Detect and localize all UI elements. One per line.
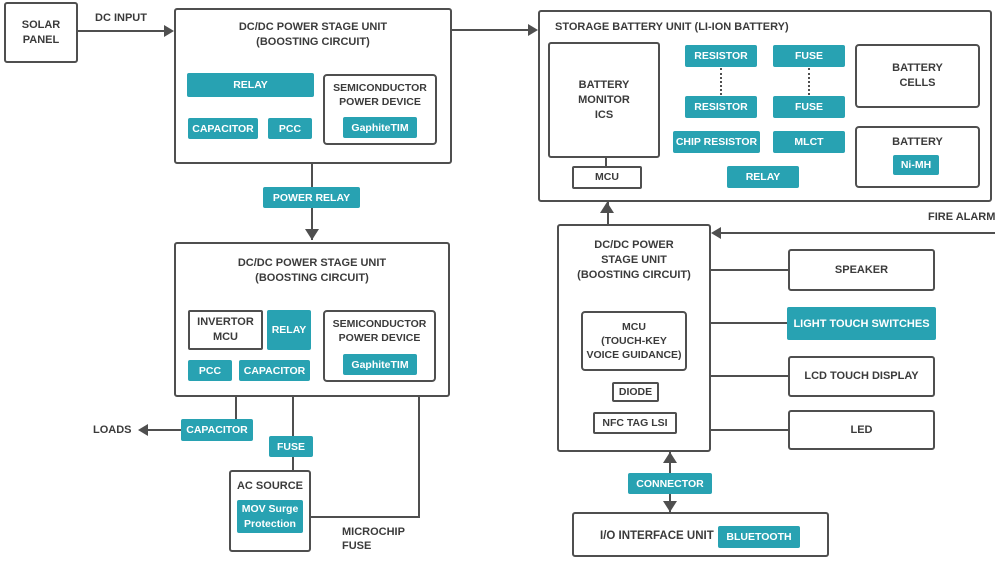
relay-chip: RELAY xyxy=(187,73,314,97)
capacitor-branch-line xyxy=(235,397,237,419)
io-interface-unit-box: I/O INTERFACE UNIT BLUETOOTH xyxy=(572,512,829,557)
bluetooth-chip: BLUETOOTH xyxy=(718,526,800,548)
connector-arrowhead-down xyxy=(663,501,677,512)
resistor-top-chip: RESISTOR xyxy=(685,45,757,67)
dc-input-line xyxy=(78,30,164,32)
graphite-tim-2-chip: GaphiteTIM xyxy=(343,354,417,375)
fire-alarm-line xyxy=(713,232,995,234)
power-relay-arrowhead xyxy=(305,229,319,240)
capacitor-chip: CAPACITOR xyxy=(188,118,258,139)
boost1-to-storage-line xyxy=(452,29,528,31)
battery-nimh-box: BATTERY Ni-MH xyxy=(855,126,980,188)
led-connector-line xyxy=(711,429,788,431)
diode-box: DIODE xyxy=(612,382,659,402)
microchip-fuse-line-vertical xyxy=(418,397,420,518)
boost-unit-1-box: DC/DC POWER STAGE UNIT (BOOSTING CIRCUIT… xyxy=(174,8,452,164)
diode-label: DIODE xyxy=(618,385,653,398)
fuse-branch-line-bottom xyxy=(292,457,294,471)
boost3-to-mcu-arrowhead xyxy=(600,202,614,213)
microchip-fuse-line-horizontal xyxy=(311,516,419,518)
load-fuse-chip: FUSE xyxy=(269,436,313,457)
dc-input-label: DC INPUT xyxy=(95,12,147,24)
semiconductor-title: SEMICONDUCTOR POWER DEVICE xyxy=(333,82,427,108)
loads-arrowhead xyxy=(138,424,148,436)
storage-battery-unit-title: STORAGE BATTERY UNIT (LI-ION BATTERY) xyxy=(555,21,789,33)
ac-source-title: AC SOURCE xyxy=(236,480,303,492)
storage-relay-chip: RELAY xyxy=(727,166,799,188)
graphite-tim-chip: GaphiteTIM xyxy=(343,117,417,138)
boost-unit-3-box: DC/DC POWER STAGE UNIT (BOOSTING CIRCUIT… xyxy=(557,224,711,452)
monitor-to-mcu-line xyxy=(605,158,607,168)
invertor-mcu-label: INVERTOR MCU xyxy=(197,316,254,343)
storage-battery-unit-box: STORAGE BATTERY UNIT (LI-ION BATTERY) BA… xyxy=(538,10,992,202)
mov-surge-protection-chip: MOV Surge Protection xyxy=(237,500,303,533)
touch-key-mcu-box: MCU (TOUCH-KEY VOICE GUIDANCE) xyxy=(581,311,687,371)
nfc-tag-lsi-label: NFC TAG LSI xyxy=(602,416,668,429)
fire-alarm-arrowhead xyxy=(711,227,721,239)
power-relay-chip: POWER RELAY xyxy=(263,187,360,208)
lcd-touch-display-box: LCD TOUCH DISPLAY xyxy=(788,356,935,397)
fuse-top-chip: FUSE xyxy=(773,45,845,67)
resistor-dotted-line xyxy=(720,68,722,95)
pcc2-chip: PCC xyxy=(188,360,232,381)
boost-unit-1-title: DC/DC POWER STAGE UNIT (BOOSTING CIRCUIT… xyxy=(238,21,388,48)
light-touch-switches-connector-line xyxy=(711,322,788,324)
capacitor2-chip: CAPACITOR xyxy=(239,360,310,381)
load-capacitor-chip: CAPACITOR xyxy=(181,419,253,441)
battery-cells-label: BATTERY CELLS xyxy=(892,62,943,89)
loads-label: LOADS xyxy=(93,424,132,436)
microchip-fuse-label: MICROCHIP FUSE xyxy=(342,526,405,552)
fuse-branch-line-top xyxy=(292,397,294,436)
boost-unit-3-title: DC/DC POWER STAGE UNIT (BOOSTING CIRCUIT… xyxy=(577,239,691,281)
fire-alarm-label: FIRE ALARM xyxy=(928,211,996,223)
relay2-chip: RELAY xyxy=(267,310,311,350)
battery-cells-box: BATTERY CELLS xyxy=(855,44,980,108)
semiconductor2-title: SEMICONDUCTOR POWER DEVICE xyxy=(332,318,427,344)
resistor-bottom-chip: RESISTOR xyxy=(685,96,757,118)
battery-nimh-title: BATTERY xyxy=(892,136,943,148)
chip-resistor-chip: CHIP RESISTOR xyxy=(673,131,760,153)
semiconductor-power-device-box: SEMICONDUCTOR POWER DEVICE GaphiteTIM xyxy=(323,74,437,145)
ac-source-box: AC SOURCE MOV Surge Protection xyxy=(229,470,311,552)
mlct-chip: MLCT xyxy=(773,131,845,153)
speaker-connector-line xyxy=(711,269,788,271)
storage-mcu-label: MCU xyxy=(595,171,619,183)
boost-unit-2-title: DC/DC POWER STAGE UNIT (BOOSTING CIRCUIT… xyxy=(237,257,387,284)
speaker-label: SPEAKER xyxy=(834,263,889,276)
fuse-dotted-line xyxy=(808,68,810,95)
semiconductor-power-device-2-box: SEMICONDUCTOR POWER DEVICE GaphiteTIM xyxy=(323,310,436,382)
fuse-bottom-chip: FUSE xyxy=(773,96,845,118)
speaker-box: SPEAKER xyxy=(788,249,935,291)
touch-key-mcu-label: MCU (TOUCH-KEY VOICE GUIDANCE) xyxy=(586,321,682,361)
loads-line xyxy=(148,429,182,431)
connector-chip: CONNECTOR xyxy=(628,473,712,494)
nfc-tag-lsi-box: NFC TAG LSI xyxy=(593,412,677,434)
io-interface-unit-title: I/O INTERFACE UNIT xyxy=(600,530,714,542)
ni-mh-chip: Ni-MH xyxy=(893,155,939,175)
dc-input-arrowhead xyxy=(164,25,174,37)
connector-arrowhead-up xyxy=(663,452,677,463)
lcd-touch-display-label: LCD TOUCH DISPLAY xyxy=(804,370,919,382)
storage-mcu-box: MCU xyxy=(572,166,642,189)
battery-monitor-ics-label: BATTERY MONITOR ICS xyxy=(578,78,630,121)
invertor-mcu-box: INVERTOR MCU xyxy=(188,310,263,350)
solar-panel-label: SOLAR PANEL xyxy=(21,18,61,46)
battery-monitor-ics-box: BATTERY MONITOR ICS xyxy=(548,42,660,158)
light-touch-switches-chip: LIGHT TOUCH SWITCHES xyxy=(787,307,936,340)
solar-panel-box: SOLAR PANEL xyxy=(4,2,78,63)
boost1-to-storage-arrowhead xyxy=(528,24,538,36)
led-label: LED xyxy=(850,423,873,436)
lcd-connector-line xyxy=(711,375,788,377)
pcc-chip: PCC xyxy=(268,118,312,139)
boost-unit-2-box: DC/DC POWER STAGE UNIT (BOOSTING CIRCUIT… xyxy=(174,242,450,397)
led-box: LED xyxy=(788,410,935,450)
